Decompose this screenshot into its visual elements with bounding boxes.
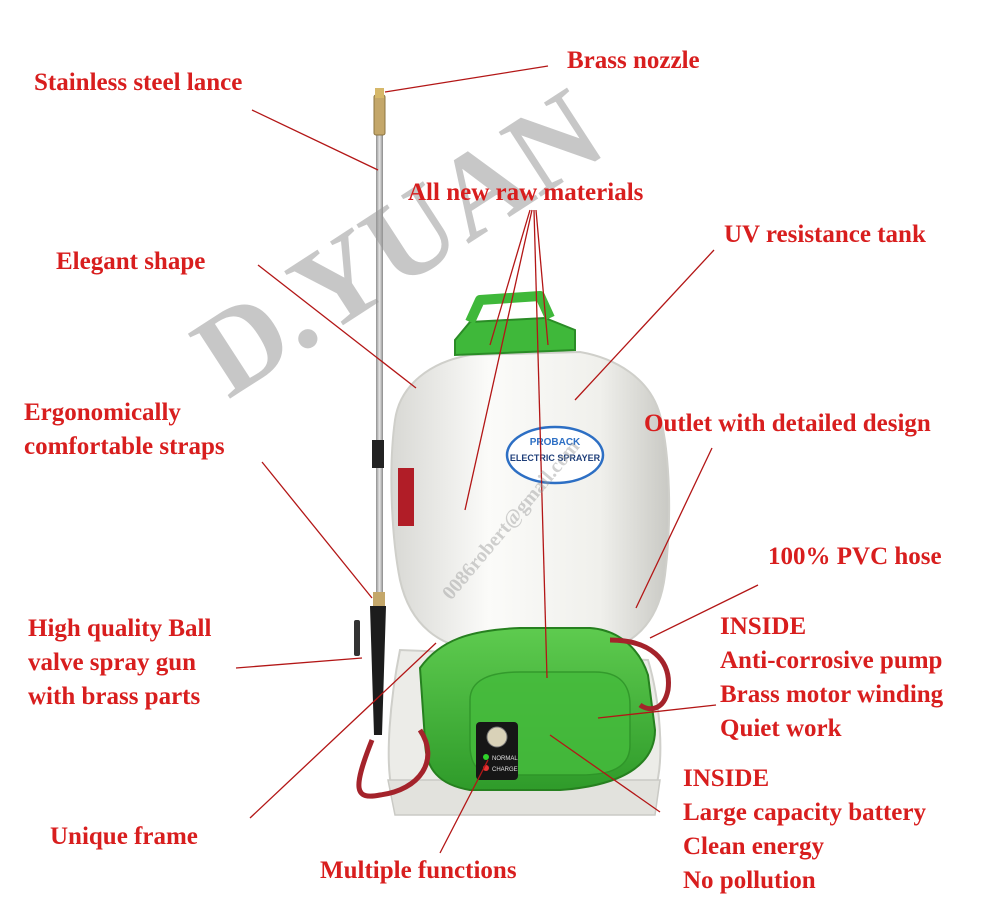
label-battery-line4: No pollution [683,867,816,894]
label-pump-line4: Quiet work [720,715,842,742]
tank-lid [454,316,576,357]
line-straps [261,461,373,599]
spec-sticker [398,468,414,526]
label-battery: INSIDE Large capacity battery Clean ener… [683,762,926,898]
label-straps-line2: comfortable straps [24,433,225,460]
tank-body [390,350,671,651]
label-spray-gun-line3: with brass parts [28,683,201,710]
label-stainless-lance: Stainless steel lance [34,69,243,96]
label-frame: Unique frame [50,823,198,850]
gun-lever [354,620,360,656]
badge-name: ELECTRIC SPRAYER [510,453,601,463]
charge-text: CHARGE [492,767,518,773]
label-spray-gun-line2: valve spray gun [28,649,197,676]
pointer-lines [235,65,759,854]
spray-gun-handle [370,606,386,735]
label-pump-line2: Anti-corrosive pump [720,647,943,674]
line-outlet [635,447,713,609]
label-outlet: Outlet with detailed design [644,410,931,437]
brass-nozzle [375,88,384,98]
tank-badge [505,425,605,485]
gauge-dial [486,726,508,748]
line-raw-materials-4 [535,209,549,346]
label-raw-materials: All new raw materials [408,179,644,206]
lance-clip [372,440,384,468]
line-pvc-hose [649,584,759,639]
line-battery [549,734,661,813]
label-spray-gun-line1: High quality Ball [28,615,212,642]
label-pvc-hose: 100% PVC hose [768,543,942,570]
lance-tip [373,94,386,136]
label-functions: Multiple functions [320,857,517,884]
line-raw-materials-3 [533,209,548,679]
lance-tube [376,130,383,600]
gun-hose [356,728,431,799]
label-pump: INSIDE Anti-corrosive pump Brass motor w… [720,610,943,746]
pvc-hose [609,637,671,712]
label-straps: Ergonomically comfortable straps [24,396,225,464]
normal-light [483,754,489,760]
brass-connector [373,592,385,606]
normal-text: NORMAL [492,756,518,762]
line-raw-materials-1 [489,209,531,346]
line-spray-gun [235,657,363,669]
badge-brand: PROBACK [530,437,581,448]
label-brass-nozzle: Brass nozzle [567,47,700,74]
line-frame [249,642,437,819]
label-uv-tank: UV resistance tank [724,221,926,248]
line-raw-materials-2 [464,209,533,511]
label-elegant-shape: Elegant shape [56,248,206,275]
line-elegant-shape [257,264,417,389]
line-functions [439,759,489,854]
label-battery-line1: INSIDE [683,765,770,792]
label-straps-line1: Ergonomically [24,399,181,426]
line-pump [597,704,717,719]
label-battery-line2: Large capacity battery [683,799,926,826]
label-spray-gun: High quality Ball valve spray gun with b… [28,612,211,714]
label-battery-line3: Clean energy [683,833,824,860]
line-brass-nozzle [384,65,549,93]
label-pump-line1: INSIDE [720,613,807,640]
label-pump-line3: Brass motor winding [720,681,944,708]
line-uv-tank [574,249,715,401]
line-stainless-lance [251,109,379,171]
